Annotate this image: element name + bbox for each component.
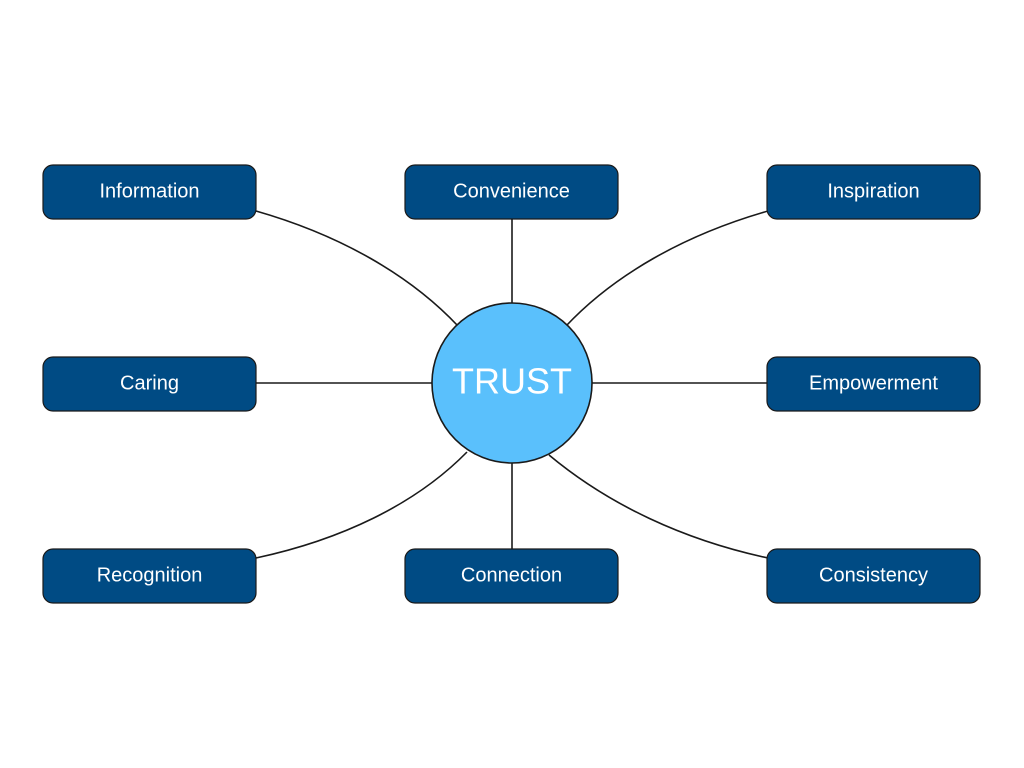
connector-consistency — [548, 454, 769, 559]
node-label: Recognition — [97, 564, 203, 586]
node-information: Information — [42, 164, 257, 220]
node-label: Convenience — [453, 180, 570, 202]
node-label: Empowerment — [809, 372, 938, 394]
hub-circle — [431, 302, 593, 464]
node-caring: Caring — [42, 356, 257, 412]
node-convenience: Convenience — [404, 164, 619, 220]
node-box — [404, 164, 619, 220]
node-label: Consistency — [819, 564, 928, 586]
connector-information — [255, 210, 459, 327]
node-label: Inspiration — [827, 180, 919, 202]
node-box — [766, 548, 981, 604]
connectors — [255, 210, 769, 559]
node-box — [42, 548, 257, 604]
node-empowerment: Empowerment — [766, 356, 981, 412]
connector-inspiration — [565, 210, 769, 327]
node-box — [42, 356, 257, 412]
node-label: Connection — [461, 564, 562, 586]
connector-recognition — [255, 451, 468, 559]
node-box — [766, 164, 981, 220]
node-connection: Connection — [404, 548, 619, 604]
node-inspiration: Inspiration — [766, 164, 981, 220]
node-label: Information — [99, 180, 199, 202]
node-recognition: Recognition — [42, 548, 257, 604]
node-box — [766, 356, 981, 412]
hub: TRUST — [431, 302, 593, 464]
node-consistency: Consistency — [766, 548, 981, 604]
hub-label: TRUST — [452, 361, 572, 402]
node-box — [42, 164, 257, 220]
node-box — [404, 548, 619, 604]
node-label: Caring — [120, 372, 179, 394]
